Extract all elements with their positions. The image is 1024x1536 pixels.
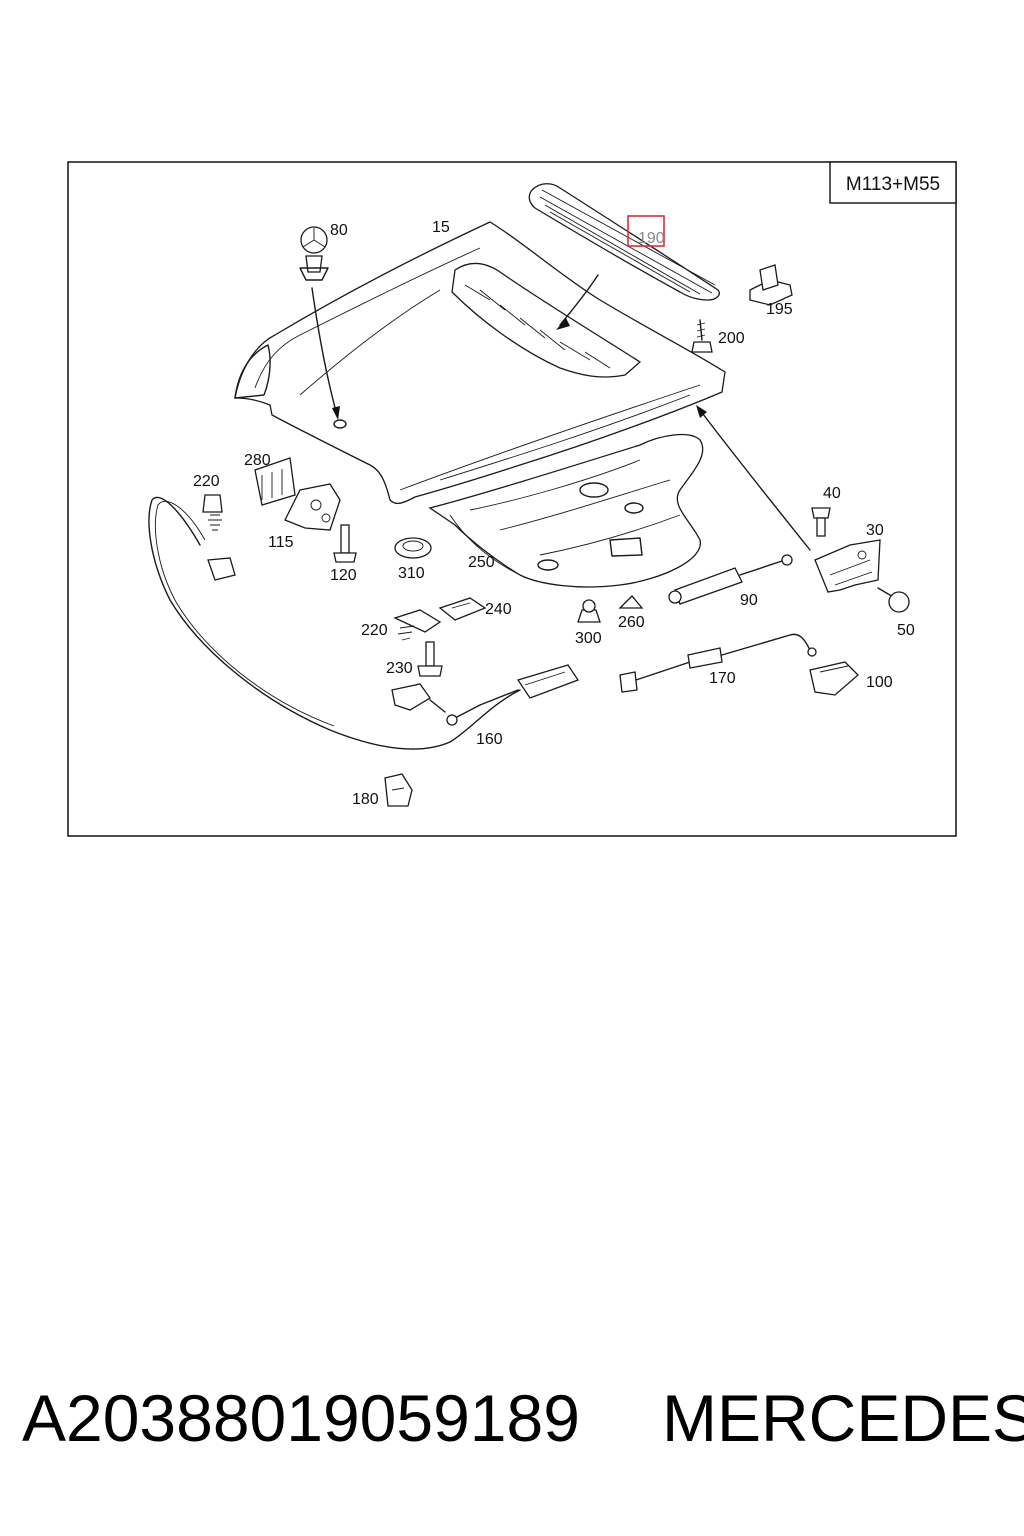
callout-200: 200: [718, 330, 745, 347]
buffer-220-part: [202, 494, 236, 581]
arrowhead-hinge: [696, 405, 707, 418]
model-label: M113+M55: [846, 174, 940, 195]
model-label-box: [829, 161, 957, 204]
arrow-grille: [559, 274, 599, 326]
hinge-30-part: [814, 539, 881, 593]
callout-240: 240: [485, 601, 512, 618]
arrowhead-emblem: [332, 406, 340, 420]
callout-100: 100: [866, 674, 893, 691]
buffer-220-middle-part: [393, 609, 442, 641]
callout-280: 280: [244, 452, 271, 469]
callout-190: 190: [638, 230, 665, 247]
clip-195-part: [749, 264, 793, 306]
retainer-240-part: [438, 597, 487, 621]
callout-170: 170: [709, 670, 736, 687]
callout-260: 260: [618, 614, 645, 631]
star-emblem-part: [299, 226, 329, 281]
callout-30: 30: [866, 522, 884, 539]
lock-115-part: [284, 483, 341, 531]
callout-195: 195: [766, 301, 793, 318]
bolt-40-part: [811, 507, 831, 537]
diagram-frame: [67, 161, 957, 837]
bolt-120-part: [333, 524, 357, 563]
arrowhead-grille: [556, 318, 570, 330]
screw-200-part: [691, 319, 713, 353]
callout-310: 310: [398, 565, 425, 582]
bolt-50-part: [877, 587, 910, 613]
handle-100-part: [809, 661, 859, 696]
callout-50: 50: [897, 622, 915, 639]
highlight-box: [627, 215, 665, 247]
release-cable: [148, 496, 521, 750]
bracket-280-part: [254, 457, 296, 506]
callout-250: 250: [468, 554, 495, 571]
gas-strut-90-part: [668, 554, 793, 605]
callout-160: 160: [476, 731, 503, 748]
arrow-emblem: [311, 287, 338, 416]
hood-part: [234, 221, 726, 505]
callout-40: 40: [823, 485, 841, 502]
bolt-230-part: [417, 641, 443, 677]
insulation-mat-part: [428, 433, 704, 588]
cable-holder-180-part: [384, 773, 413, 807]
grommet-310-part: [394, 537, 432, 559]
lower-lock-part: [391, 683, 446, 713]
callout-15: 15: [432, 219, 450, 236]
callout-220-lower: 220: [361, 622, 388, 639]
brand-name: MERCEDES: [662, 1381, 1024, 1455]
air-grille-part: [528, 183, 720, 301]
callout-220-upper: 220: [193, 473, 220, 490]
caption: A20388019059189 MERCEDES: [0, 1380, 1024, 1470]
clip-260-part: [618, 595, 644, 609]
arrow-hinge: [699, 409, 811, 551]
release-lever-160-part: [446, 664, 579, 726]
callout-180: 180: [352, 791, 379, 808]
cable-170-part: [619, 633, 817, 693]
callout-115: 115: [268, 534, 294, 551]
clip-300-part: [577, 599, 601, 623]
callout-80: 80: [330, 222, 348, 239]
release-cable-inner: [154, 500, 335, 727]
callout-120: 120: [330, 567, 357, 584]
callout-230: 230: [386, 660, 413, 677]
callout-90: 90: [740, 592, 758, 609]
part-number: A20388019059189: [22, 1381, 580, 1455]
callout-300: 300: [575, 630, 602, 647]
